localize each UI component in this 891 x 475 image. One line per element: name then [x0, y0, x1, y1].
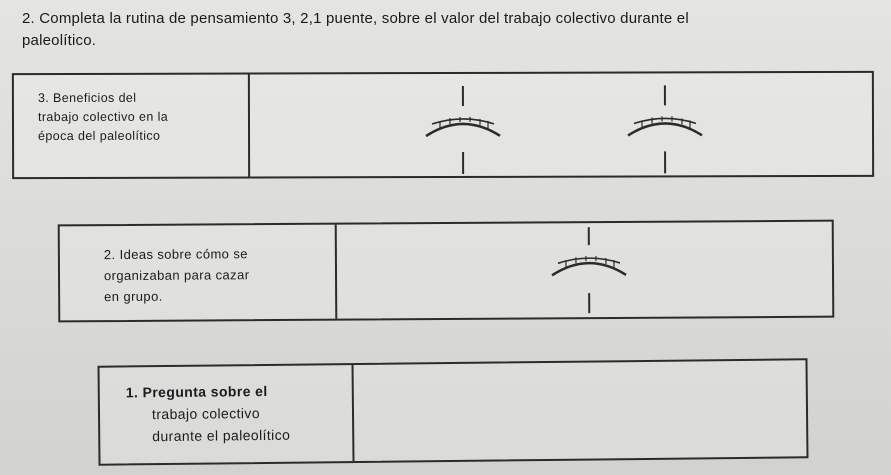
box-beneficios-label: 3. Beneficios del trabajo colectivo en l…: [13, 74, 251, 178]
box-beneficios: 3. Beneficios del trabajo colectivo en l…: [11, 70, 875, 180]
box-ideas: 2. Ideas sobre cómo se organizaban para …: [57, 219, 835, 323]
activity-instruction: 2. Completa la rutina de pensamiento 3, …: [22, 8, 862, 52]
bridge-icon: [551, 227, 627, 314]
label-line: época del paleolítico: [38, 128, 161, 144]
box-pregunta-label: 1. Pregunta sobre el trabajo colectivo d…: [99, 365, 355, 464]
label-line: 1. Pregunta sobre el: [125, 382, 268, 401]
label-line: trabajo colectivo en la: [37, 109, 169, 125]
box-beneficios-answer-area[interactable]: [252, 73, 872, 177]
bridge-icon: [627, 85, 703, 174]
box-ideas-label: 2. Ideas sobre cómo se organizaban para …: [59, 224, 338, 321]
bridge-icon: [425, 85, 501, 174]
label-line: organizaban para cazar: [103, 267, 250, 284]
instruction-line-1: 2. Completa la rutina de pensamiento 3, …: [22, 10, 689, 27]
label-line: durante el paleolítico: [152, 426, 291, 445]
instruction-line-2: paleolítico.: [22, 32, 97, 49]
label-line: trabajo colectivo: [151, 405, 261, 423]
label-line: 3. Beneficios del: [37, 90, 137, 106]
label-line: en grupo.: [104, 288, 163, 305]
box-pregunta-answer-area[interactable]: [356, 360, 807, 461]
box-pregunta: 1. Pregunta sobre el trabajo colectivo d…: [97, 358, 809, 466]
label-line: 2. Ideas sobre cómo se: [103, 246, 248, 263]
